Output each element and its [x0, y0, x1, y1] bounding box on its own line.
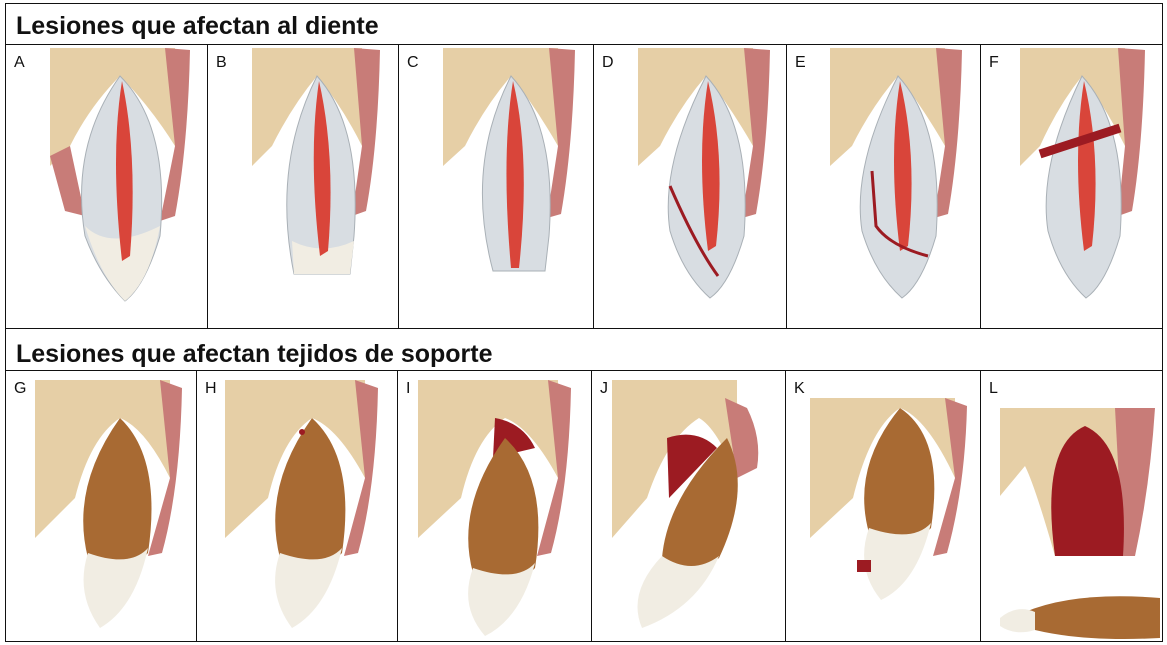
row2-separator: [196, 370, 197, 642]
row2-separator: [397, 370, 398, 642]
panel-letter-g: G: [14, 380, 26, 398]
bleeding: [857, 560, 871, 572]
panel-letter-b: B: [216, 54, 227, 72]
divider-top: [5, 44, 1163, 45]
row2-separator: [980, 370, 981, 642]
row1-separator: [786, 44, 787, 328]
tooth-crown: [864, 523, 931, 600]
row1-separator: [980, 44, 981, 328]
tooth-illustration-h: [220, 378, 390, 640]
section-title-tooth: Lesiones que afectan al diente: [16, 12, 379, 41]
row1-separator: [398, 44, 399, 328]
panel-letter-l: L: [989, 380, 998, 398]
divider-middle: [5, 328, 1163, 329]
divider-bottom: [5, 370, 1163, 371]
tooth-illustration-f: [1000, 46, 1160, 326]
tooth-illustration-j: [607, 378, 779, 640]
tooth-illustration-k: [805, 378, 975, 640]
tooth-crown: [275, 548, 342, 628]
section-title-support: Lesiones que afectan tejidos de soporte: [16, 340, 493, 369]
panel-letter-a: A: [14, 54, 25, 72]
row2-separator: [591, 370, 592, 642]
panel-letter-e: E: [795, 54, 806, 72]
tooth-illustration-a: [30, 46, 205, 326]
tooth-illustration-e: [810, 46, 975, 326]
panel-letter-d: D: [602, 54, 614, 72]
tooth-illustration-l: [995, 406, 1163, 642]
row1-separator: [207, 44, 208, 328]
tooth-illustration-g: [30, 378, 190, 640]
panel-letter-k: K: [794, 380, 805, 398]
panel-letter-h: H: [205, 380, 217, 398]
avulsed-tooth-crown: [1000, 609, 1035, 632]
avulsed-tooth-root: [1025, 596, 1160, 639]
panel-letter-c: C: [407, 54, 419, 72]
panel-letter-i: I: [406, 380, 410, 398]
tooth-crown: [84, 548, 148, 628]
row2-separator: [785, 370, 786, 642]
panel-letter-f: F: [989, 54, 999, 72]
tooth-illustration-b: [232, 46, 392, 326]
tooth-root: [468, 438, 538, 579]
tooth-crown: [638, 556, 720, 628]
row1-separator: [593, 44, 594, 328]
tooth-illustration-c: [423, 46, 588, 326]
tooth-illustration-i: [413, 378, 585, 640]
tooth-illustration-d: [618, 46, 783, 326]
bleeding: [299, 429, 305, 435]
